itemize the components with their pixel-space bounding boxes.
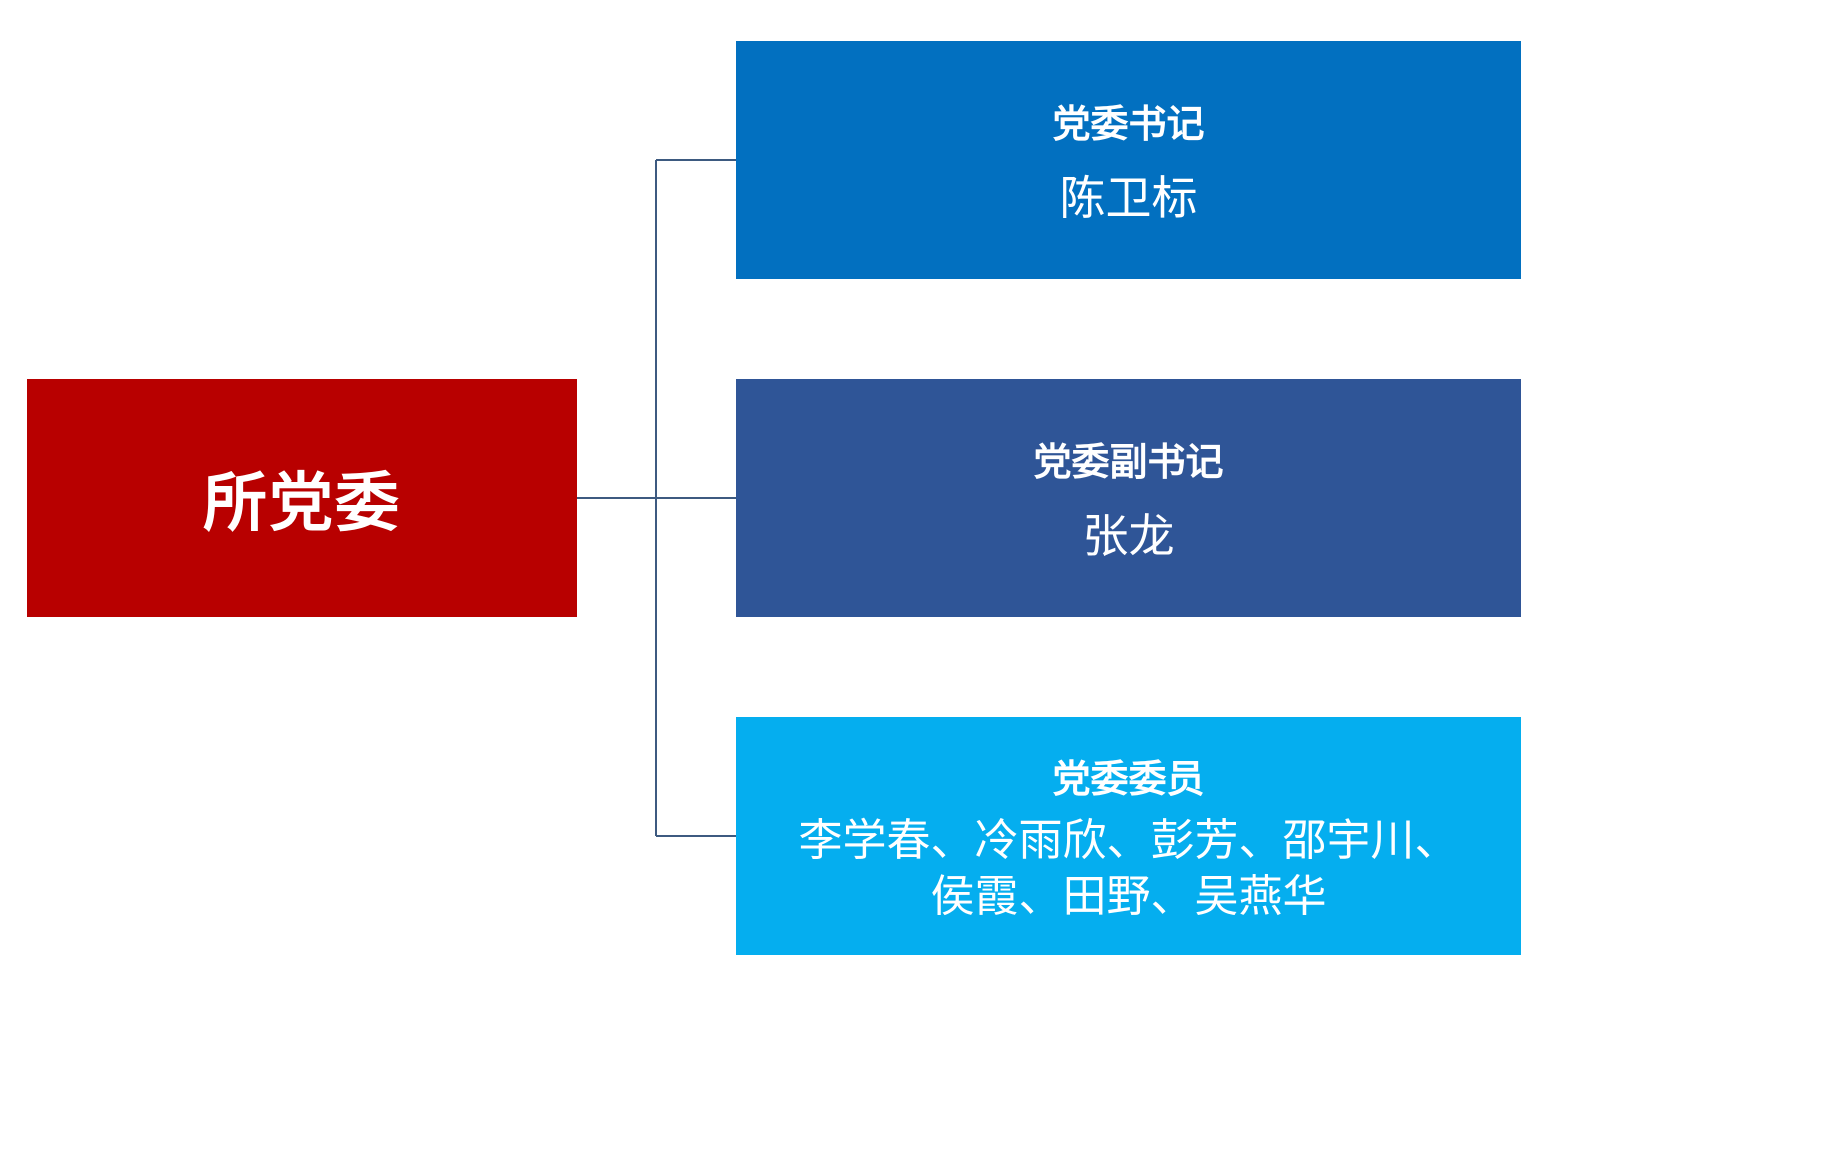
node-title-members: 党委委员 bbox=[1052, 756, 1205, 801]
node-name-deputy: 张龙 bbox=[1082, 508, 1175, 563]
node-party-secretary: 党委书记 陈卫标 bbox=[736, 41, 1521, 279]
node-names-members: 李学春、冷雨欣、彭芳、邵宇川、 侯霞、田野、吴燕华 bbox=[799, 813, 1459, 925]
root-node-label: 所党委 bbox=[203, 467, 401, 541]
node-committee-members: 党委委员 李学春、冷雨欣、彭芳、邵宇川、 侯霞、田野、吴燕华 bbox=[736, 717, 1521, 955]
members-line-2: 侯霞、田野、吴燕华 bbox=[930, 870, 1327, 922]
node-title-secretary: 党委书记 bbox=[1052, 101, 1205, 146]
connector-lines bbox=[577, 159, 736, 837]
node-deputy-secretary: 党委副书记 张龙 bbox=[736, 379, 1521, 617]
node-name-secretary: 陈卫标 bbox=[1059, 170, 1198, 225]
members-line-1: 李学春、冷雨欣、彭芳、邵宇川、 bbox=[798, 814, 1459, 866]
root-node-party-committee: 所党委 bbox=[27, 379, 577, 617]
node-title-deputy: 党委副书记 bbox=[1033, 439, 1224, 484]
